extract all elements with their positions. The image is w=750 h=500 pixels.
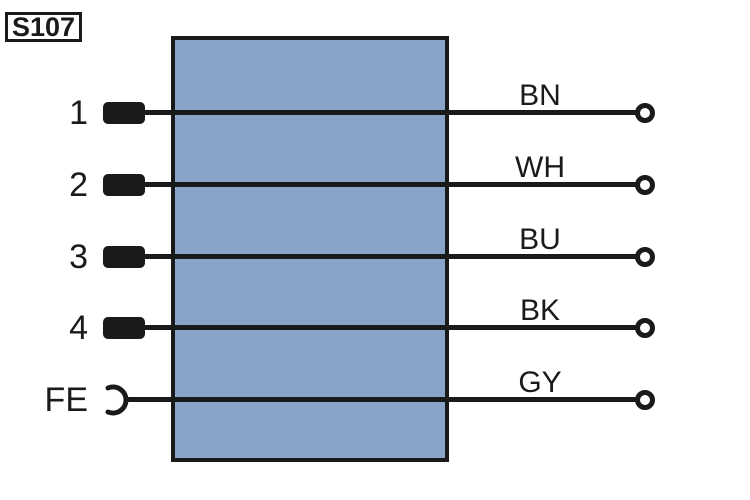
connector-body	[171, 36, 449, 462]
wire-line	[140, 254, 636, 259]
wire-line	[140, 110, 636, 115]
wire-endpoint-circle	[635, 247, 655, 267]
connector-ref-text: S107	[11, 11, 76, 42]
pin-number: 2	[69, 166, 88, 204]
pin-number: 3	[69, 238, 88, 276]
wire-endpoint-circle	[635, 103, 655, 123]
pin-terminal	[103, 174, 145, 196]
wire-endpoint-circle	[635, 175, 655, 195]
wire-endpoint-circle	[635, 318, 655, 338]
pin-terminal	[103, 246, 145, 268]
wire-label: BN	[519, 79, 561, 112]
pin-terminal	[103, 102, 145, 124]
pin-number: 4	[69, 309, 88, 347]
connector-ref-label: S107	[5, 12, 82, 42]
wire-label: BK	[519, 294, 561, 327]
wire-endpoint-circle	[635, 390, 655, 410]
wire-line	[140, 325, 636, 330]
wire-line	[124, 397, 636, 402]
wire-line	[140, 182, 636, 187]
wire-label: WH	[515, 151, 565, 184]
pin-terminal	[103, 317, 145, 339]
wire-label: BU	[519, 223, 561, 256]
pin-number: 1	[69, 94, 88, 132]
pin-number: FE	[44, 381, 88, 419]
wire-label: GY	[518, 366, 562, 399]
